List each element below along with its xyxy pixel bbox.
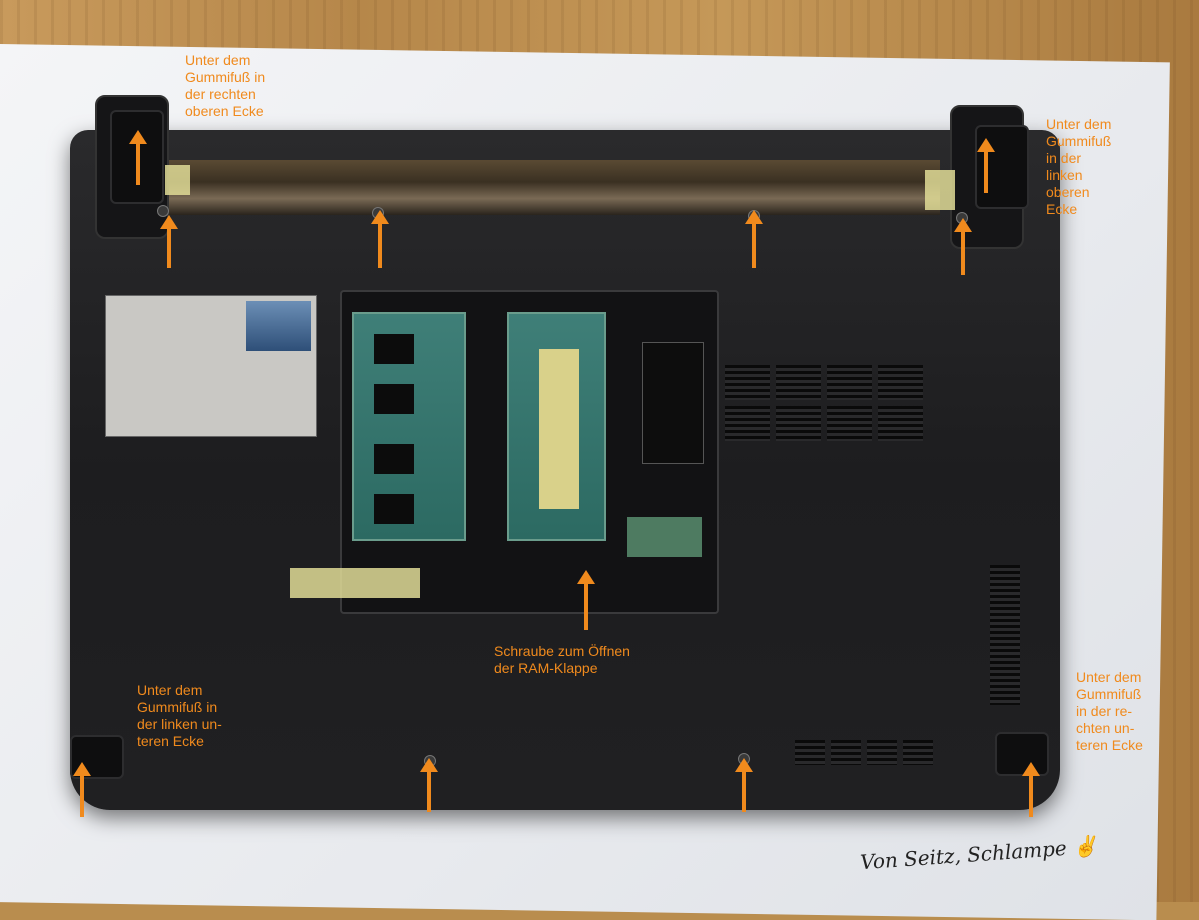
wireless-clip — [642, 342, 704, 464]
annotation-top-left: Unter dem Gummifuß in der rechten oberen… — [185, 52, 266, 119]
arrow-up — [1022, 762, 1040, 817]
annotation-top-right: Unter dem Gummifuß in der linken oberen … — [1046, 116, 1112, 217]
hynix-label — [539, 349, 579, 509]
annotation-bottom-left: Unter dem Gummifuß in der linken un- ter… — [137, 682, 222, 749]
arrow-up — [954, 218, 972, 275]
arrow-up — [735, 758, 753, 812]
annotation-center: Schraube zum Öffnen der RAM-Klappe — [494, 643, 630, 676]
tape-strip — [165, 165, 190, 195]
memory-chip — [374, 334, 414, 364]
arrow-up — [745, 210, 763, 268]
asus-hinge-cover — [160, 160, 940, 215]
memory-chip — [374, 384, 414, 414]
memory-chip — [374, 444, 414, 474]
vent-grille — [795, 740, 933, 765]
arrow-up — [129, 130, 147, 185]
ram-module-2 — [507, 312, 606, 541]
product-label — [105, 295, 317, 437]
memory-chip — [374, 494, 414, 524]
vent-grille — [990, 565, 1020, 705]
wifi-card — [627, 517, 702, 557]
vent-grille — [725, 365, 923, 441]
arrow-up — [577, 570, 595, 630]
arrow-up — [73, 762, 91, 817]
ram-bay — [340, 290, 719, 614]
arrow-up — [420, 758, 438, 812]
arrow-up — [160, 215, 178, 268]
tape-strip — [925, 170, 955, 210]
arrow-up — [977, 138, 995, 193]
rubber-foot-bottom-left — [70, 735, 124, 779]
asus-logo — [246, 301, 311, 351]
arrow-up — [371, 210, 389, 268]
ram-module-1 — [352, 312, 466, 541]
rubber-foot-top-left — [110, 110, 164, 204]
annotation-bottom-right: Unter dem Gummifuß in der re- chten un- … — [1076, 669, 1143, 753]
tape-strip — [290, 568, 420, 598]
